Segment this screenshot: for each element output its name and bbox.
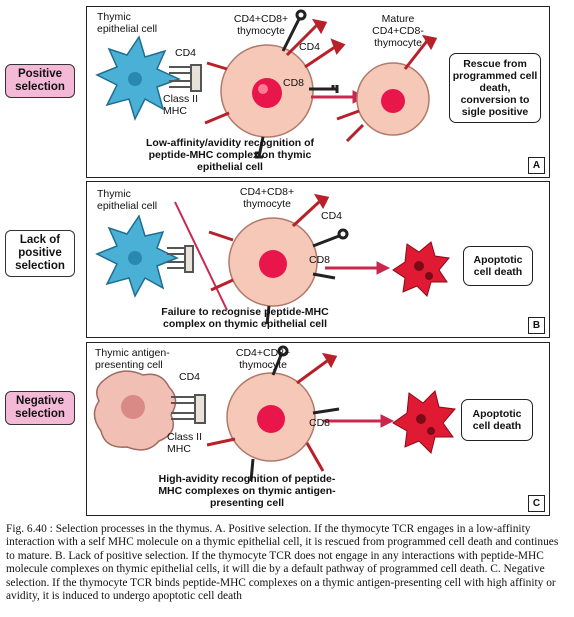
class-ii-mhc-label: Class II MHC bbox=[163, 93, 199, 117]
outcome-rescue-box: Rescue from programmed cell death, conve… bbox=[449, 53, 541, 123]
separator-line bbox=[174, 201, 228, 311]
failure-label: Failure to recognise peptide-MHC complex… bbox=[161, 306, 329, 330]
panel-letter-c: C bbox=[528, 495, 545, 512]
panel-b-illustration bbox=[95, 193, 450, 325]
outcome-apoptosis-box: Apoptotic cell death bbox=[461, 399, 533, 441]
thymocyte-receptors bbox=[204, 18, 346, 125]
cd-keys bbox=[249, 345, 340, 482]
thymocyte-label: CD4+CD8+ thymocyte bbox=[233, 13, 289, 37]
epithelial-cell-label: Thymic epithelial cell bbox=[97, 188, 158, 212]
figure-caption: Fig. 6.40 : Selection processes in the t… bbox=[6, 523, 566, 603]
positive-selection-label: Positive selection bbox=[5, 64, 75, 98]
cd8-label: CD8 bbox=[309, 254, 331, 266]
outcome-apoptosis-box: Apoptotic cell death bbox=[463, 246, 533, 286]
thymocyte-receptors bbox=[206, 352, 338, 472]
thymocyte-nucleus bbox=[252, 78, 282, 108]
thymocyte-label: CD4+CD8+ thymocyte bbox=[235, 347, 291, 371]
mhc-tcr-complex bbox=[169, 64, 202, 92]
mhc-tcr-complex bbox=[171, 394, 206, 424]
cd4-left-label: CD4 bbox=[175, 47, 197, 59]
negative-selection-label: Negative selection bbox=[5, 391, 75, 425]
apc-label: Thymic antigen-presenting cell bbox=[95, 347, 170, 371]
panel-c-illustration bbox=[93, 345, 456, 482]
recognition-label: Low-affinity/avidity recognition of pept… bbox=[146, 137, 314, 173]
class-ii-mhc-label: Class II MHC bbox=[167, 431, 203, 455]
mature-receptors bbox=[336, 34, 438, 143]
panel-letter-a: A bbox=[528, 157, 545, 174]
epithelial-cell-label: Thymic epithelial cell bbox=[97, 11, 158, 35]
thymocyte-nucleus bbox=[259, 250, 287, 278]
mhc-complex bbox=[167, 245, 194, 273]
thymocyte-nucleus bbox=[257, 405, 285, 433]
thymocyte-label: CD4+CD8+ thymocyte bbox=[239, 186, 295, 210]
panel-a-illustration bbox=[95, 9, 438, 159]
mature-thymocyte-nucleus bbox=[381, 89, 405, 113]
cd-keys bbox=[265, 228, 349, 325]
recognition-label: High-avidity recognition of peptide-MHC … bbox=[158, 473, 336, 509]
figure-number: Fig. 6.40 : bbox=[6, 523, 53, 535]
mature-thymocyte-label: Mature CD4+CD8- thymocyte bbox=[372, 13, 424, 49]
lack-of-positive-selection-label: Lack of positive selection bbox=[5, 230, 75, 277]
cd8-label: CD8 bbox=[283, 77, 305, 89]
cd4-label: CD4 bbox=[179, 371, 201, 383]
cd8-label: CD8 bbox=[309, 417, 331, 429]
thymocyte-receptors bbox=[208, 193, 330, 292]
panel-positive-selection: Thymic epithelial cell CD4+CD8+ thymocyt… bbox=[86, 6, 550, 178]
panel-letter-b: B bbox=[528, 317, 545, 334]
cd4-right-label: CD4 bbox=[299, 41, 321, 53]
cd-keys bbox=[255, 9, 339, 159]
panel-lack-of-positive-selection: Thymic epithelial cell CD4+CD8+ thymocyt… bbox=[86, 181, 550, 338]
transition-arrow bbox=[323, 414, 395, 428]
epithelial-nucleus bbox=[128, 72, 142, 86]
caption-text: Selection processes in the thymus. A. Po… bbox=[6, 523, 559, 603]
panel-negative-selection: Thymic antigen-presenting cell CD4+CD8+ … bbox=[86, 342, 550, 516]
transition-arrow bbox=[325, 261, 391, 275]
cd4-label: CD4 bbox=[321, 210, 343, 222]
